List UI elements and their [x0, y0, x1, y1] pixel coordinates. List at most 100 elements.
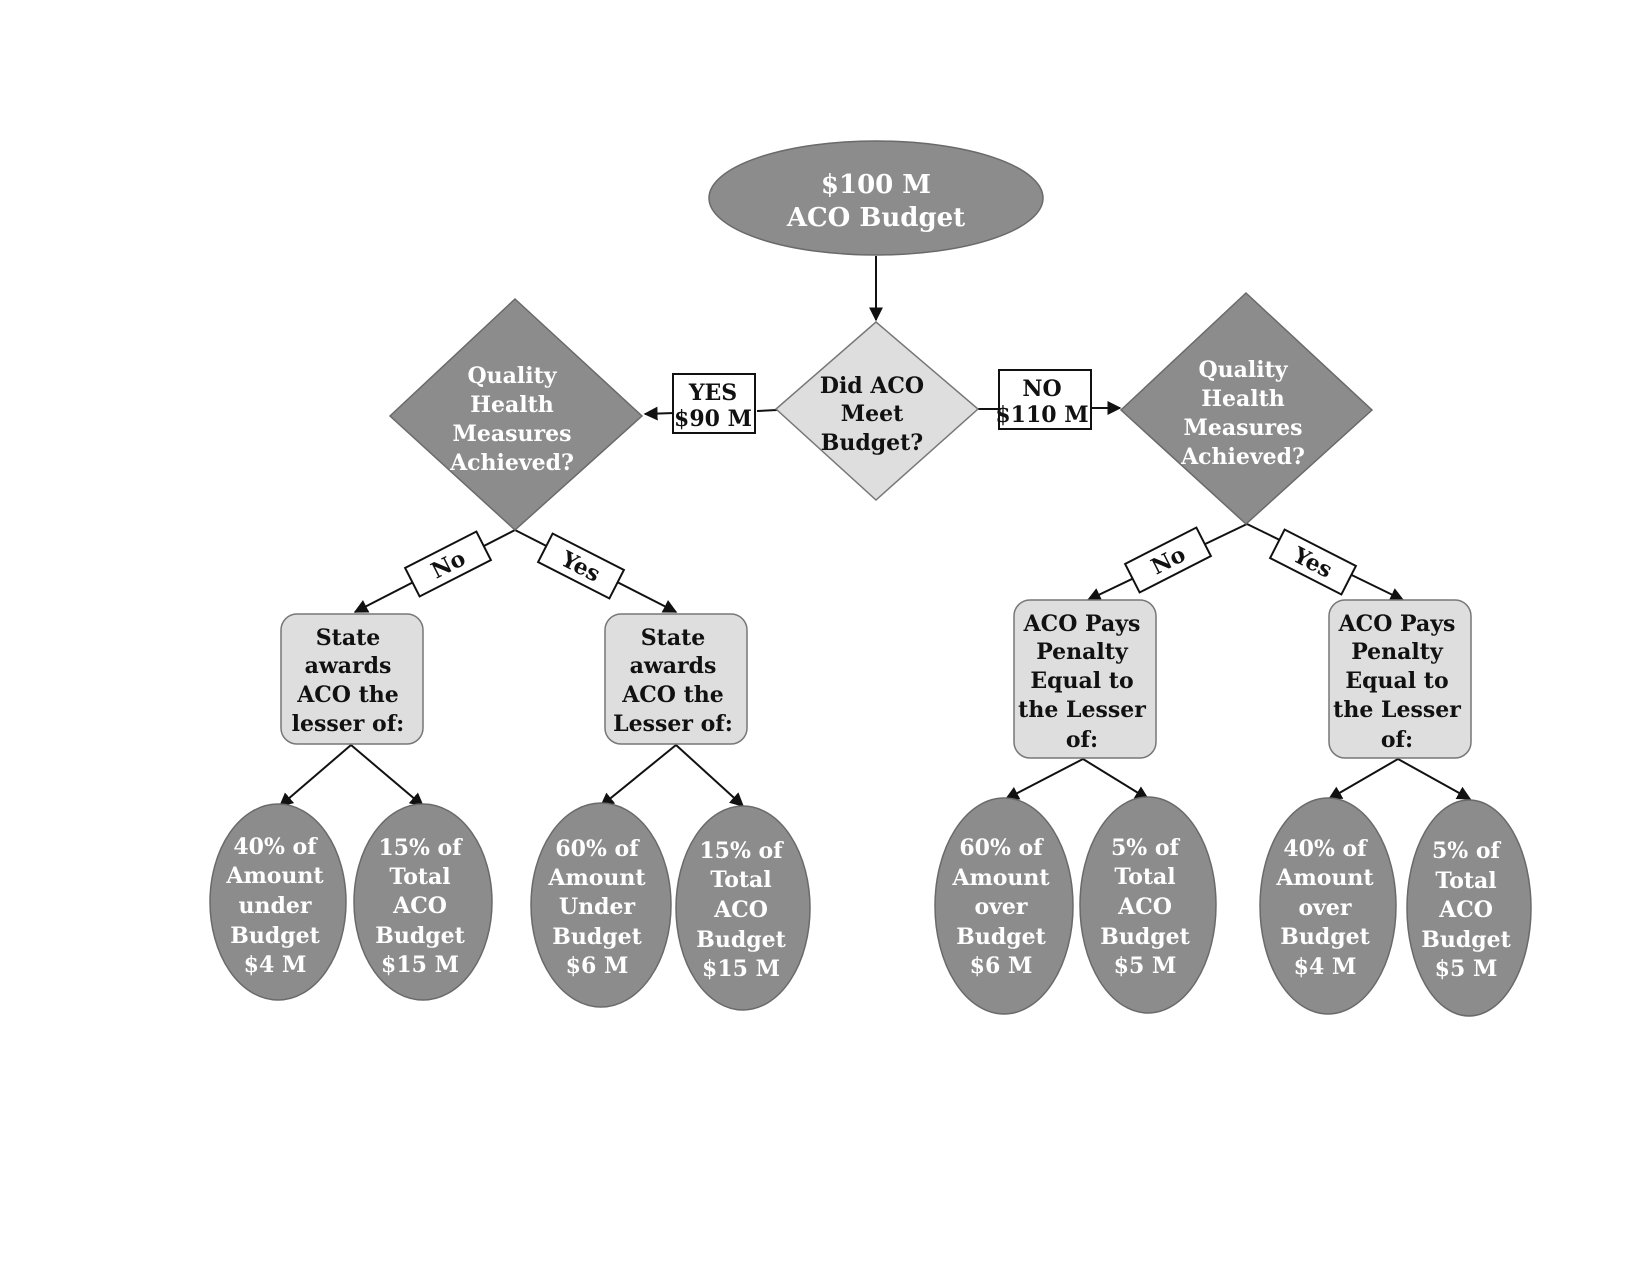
award-yes-line-3: ACO the [621, 682, 724, 708]
edge-award-yes-to-leaf-3 [599, 744, 677, 807]
penalty-no-line-2: Penalty [1036, 639, 1129, 665]
edge-penalty-no-to-leaf-6 [1082, 758, 1150, 800]
award-no-line-2: awards [305, 653, 392, 679]
leaf-1-line-2: Amount [225, 863, 324, 889]
branch-label-right-yes: Yes [1268, 528, 1358, 596]
leaf-4-line-1: 15% of [699, 838, 784, 864]
leaf-node-5: 60% of Amount over Budget $6 M [934, 797, 1074, 1015]
quality-right-line-3: Measures [1184, 415, 1303, 441]
leaf-3-line-1: 60% of [555, 836, 640, 862]
leaf-3-line-5: $6 M [566, 953, 629, 979]
svg-text:ACO Budget: ACO Budget [786, 203, 965, 233]
award-no-line-1: State [316, 625, 380, 651]
leaf-5-line-5: $6 M [970, 953, 1033, 979]
penalty-no-line-1: ACO Pays [1023, 611, 1141, 637]
penalty-no-node: ACO Pays Penalty Equal to the Lesser of: [1013, 599, 1157, 759]
award-yes-node: State awards ACO the Lesser of: [604, 613, 748, 745]
penalty-yes-line-2: Penalty [1351, 639, 1444, 665]
quality-left-line-1: Quality [467, 363, 557, 389]
leaf-5-line-2: Amount [951, 865, 1050, 891]
leaf-3-line-4: Budget [552, 924, 642, 950]
branch-label-right-no: No [1123, 526, 1213, 594]
leaf-8-line-3: ACO [1438, 897, 1493, 923]
leaf-1-line-4: Budget [230, 923, 320, 949]
leaf-node-3: 60% of Amount Under Budget $6 M [530, 802, 672, 1008]
quality-left-line-4: Achieved? [449, 450, 574, 476]
decision-line-2: Meet [841, 401, 904, 427]
leaf-4-line-5: $15 M [702, 956, 780, 982]
quality-right-line-2: Health [1201, 386, 1285, 412]
root-node: $100 M ACO Budget [708, 140, 1044, 256]
quality-right-node: Quality Health Measures Achieved? [1119, 291, 1374, 526]
penalty-yes-line-3: Equal to [1345, 668, 1448, 694]
award-no-line-3: ACO the [296, 682, 399, 708]
quality-left-line-2: Health [470, 392, 554, 418]
leaf-4-line-3: ACO [713, 897, 768, 923]
leaf-5-line-3: over [974, 894, 1027, 920]
leaf-6-line-1: 5% of [1111, 835, 1181, 861]
branch-label-left-no: No [403, 530, 493, 598]
award-yes-line-1: State [641, 625, 705, 651]
leaf-7-line-5: $4 M [1294, 954, 1357, 980]
leaf-6-line-4: Budget [1100, 924, 1190, 950]
leaf-2-line-5: $15 M [381, 952, 459, 978]
penalty-yes-line-4: the Lesser [1333, 697, 1461, 723]
decision-line-3: Budget? [821, 430, 923, 456]
leaf-7-line-4: Budget [1280, 924, 1370, 950]
leaf-7-line-3: over [1298, 895, 1351, 921]
leaf-8-line-2: Total [1435, 868, 1496, 894]
edge-award-no-to-leaf-1 [278, 744, 352, 807]
leaf-4-line-4: Budget [696, 927, 786, 953]
edge-penalty-no-to-leaf-5 [1004, 758, 1084, 800]
leaf-1-line-1: 40% of [233, 834, 318, 860]
leaf-7-line-2: Amount [1275, 865, 1374, 891]
leaf-5-line-4: Budget [956, 924, 1046, 950]
root-line-1: $100 M [821, 170, 931, 200]
penalty-no-line-3: Equal to [1030, 668, 1133, 694]
quality-right-line-4: Achieved? [1180, 444, 1305, 470]
leaf-2-line-1: 15% of [378, 835, 463, 861]
root-line-2: ACO Budget [786, 203, 965, 233]
leaf-7-line-1: 40% of [1283, 836, 1368, 862]
leaf-8-line-1: 5% of [1432, 838, 1502, 864]
leaf-4-line-2: Total [710, 867, 771, 893]
award-no-line-4: lesser of: [292, 711, 405, 737]
leaf-6-line-2: Total [1114, 864, 1175, 890]
edge-decision-to-yes-label [756, 409, 778, 412]
yes-label: YES $90 M [672, 373, 756, 434]
edge-award-no-to-leaf-2 [350, 744, 425, 807]
leaf-3-line-3: Under [559, 894, 636, 920]
leaf-6-line-3: ACO [1117, 894, 1172, 920]
penalty-yes-line-1: ACO Pays [1338, 611, 1456, 637]
leaf-8-line-4: Budget [1421, 927, 1511, 953]
edge-award-yes-to-leaf-4 [675, 744, 745, 807]
decision-line-1: Did ACO [820, 373, 924, 399]
leaf-node-2: 15% of Total ACO Budget $15 M [353, 803, 493, 1001]
no-label: NO $110 M [995, 369, 1092, 430]
leaf-node-4: 15% of Total ACO Budget $15 M [675, 805, 811, 1011]
penalty-no-line-4: the Lesser [1018, 697, 1146, 723]
yes-label-line-1: YES [688, 380, 737, 406]
leaf-node-1: 40% of Amount under Budget $4 M [209, 803, 347, 1001]
leaf-1-line-5: $4 M [244, 952, 307, 978]
svg-text:$100 M: $100 M [821, 170, 931, 200]
quality-left-node: Quality Health Measures Achieved? [388, 297, 644, 532]
leaf-1-line-3: under [239, 893, 312, 919]
leaf-5-line-1: 60% of [959, 835, 1044, 861]
leaf-node-8: 5% of Total ACO Budget $5 M [1406, 799, 1532, 1017]
award-no-node: State awards ACO the lesser of: [280, 613, 424, 745]
award-yes-line-4: Lesser of: [613, 711, 733, 737]
penalty-no-line-5: of: [1066, 727, 1098, 753]
quality-right-line-1: Quality [1198, 357, 1288, 383]
penalty-yes-node: ACO Pays Penalty Equal to the Lesser of: [1328, 599, 1472, 759]
leaf-2-line-2: Total [389, 864, 450, 890]
leaf-3-line-2: Amount [547, 865, 646, 891]
leaf-8-line-5: $5 M [1435, 956, 1498, 982]
penalty-yes-line-5: of: [1381, 727, 1413, 753]
quality-left-line-3: Measures [453, 421, 572, 447]
no-label-line-2: $110 M [995, 402, 1088, 428]
leaf-2-line-4: Budget [375, 923, 465, 949]
leaf-node-7: 40% of Amount over Budget $4 M [1259, 797, 1397, 1015]
no-label-line-1: NO [1022, 376, 1061, 402]
edge-penalty-yes-to-leaf-8 [1397, 758, 1472, 800]
